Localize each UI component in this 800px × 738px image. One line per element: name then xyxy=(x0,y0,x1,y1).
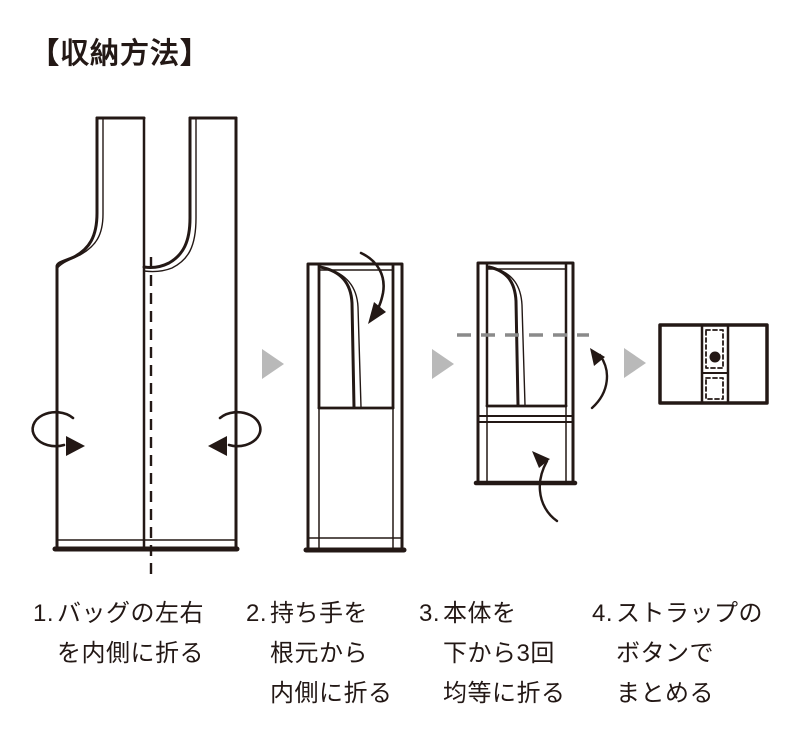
step-4-caption: 4. ストラップの ボタンで まとめる xyxy=(592,594,763,714)
caption-line: 内側に折る xyxy=(270,680,393,707)
fold-up-bottom-arrow-icon xyxy=(532,451,559,523)
fold-handle-down-arrow-icon xyxy=(359,251,386,324)
fold-up-right-arrow-icon xyxy=(590,348,609,410)
fold-right-side-inward-arrow-icon xyxy=(208,410,262,456)
step-1-number: 1. xyxy=(33,600,55,627)
caption-line: を内側に折る xyxy=(57,640,204,667)
step-2-caption: 2. 持ち手を 根元から 内側に折る xyxy=(246,594,393,714)
caption-line: 根元から xyxy=(270,640,368,667)
page-title: 【収納方法】 xyxy=(30,38,211,70)
caption-line: 持ち手を xyxy=(270,600,368,627)
step-1-caption: 1. バッグの左右 を内側に折る xyxy=(33,594,204,674)
caption-line: 本体を xyxy=(443,600,517,627)
step-3-illustration-body-fold-icon xyxy=(457,261,609,523)
folding-steps-diagram xyxy=(31,116,769,575)
step-separator-right-triangle-icon xyxy=(262,349,284,379)
step-1-illustration-bag-open-icon xyxy=(31,116,262,575)
step-separator-right-triangle-icon xyxy=(624,348,646,378)
caption-line: 下から3回 xyxy=(443,640,555,667)
caption-line: 均等に折る xyxy=(443,680,566,707)
fold-left-side-inward-arrow-icon xyxy=(31,410,85,456)
step-2-illustration-handle-fold-icon xyxy=(303,251,407,553)
caption-line: ストラップの xyxy=(616,600,763,627)
caption-line: ボタンで xyxy=(616,640,714,667)
caption-line: まとめる xyxy=(616,680,714,707)
step-3-caption: 3. 本体を 下から3回 均等に折る xyxy=(419,594,566,714)
step-4-illustration-strap-button-icon xyxy=(658,323,769,405)
caption-line: バッグの左右 xyxy=(57,600,204,627)
step-4-number: 4. xyxy=(592,600,614,627)
step-separator-right-triangle-icon xyxy=(432,349,454,379)
strap-stitch-dashed-line xyxy=(705,329,724,369)
strap-stitch-dashed-line xyxy=(705,377,724,400)
step-3-number: 3. xyxy=(419,600,441,627)
step-2-number: 2. xyxy=(246,600,268,627)
strap-button-dot xyxy=(709,351,721,363)
